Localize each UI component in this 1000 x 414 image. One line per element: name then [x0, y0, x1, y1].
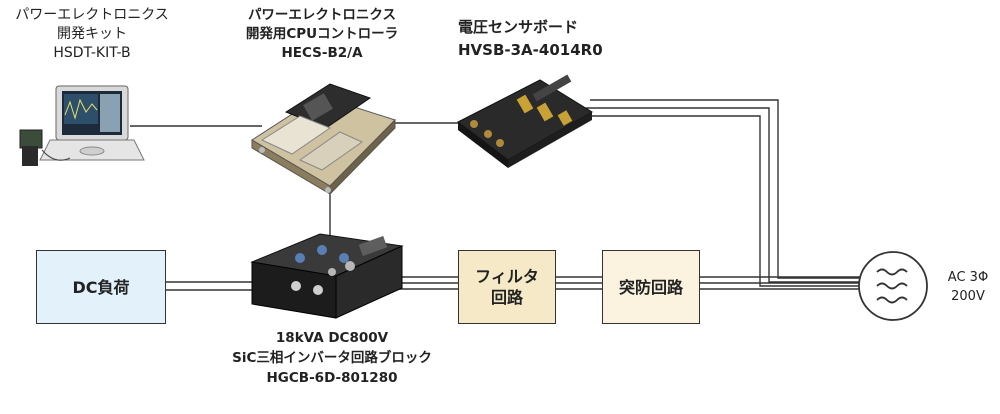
ac-source-label: AC 3Φ 200V	[936, 268, 1000, 306]
ac-source-line-1: AC 3Φ	[947, 270, 989, 285]
sensor-phase-1	[590, 99, 860, 279]
filter-text-line-2: 回路	[490, 288, 523, 307]
filter-text-line-1: フィルタ	[475, 267, 539, 286]
ac-source-icon	[858, 251, 928, 321]
sic-inverter-icon	[250, 233, 404, 319]
inverter-label-line-2: SiC三相インバータ回路ブロック	[232, 350, 432, 366]
inverter-label: 18kVA DC800V SiC三相インバータ回路ブロック HGCB-6D-80…	[222, 328, 442, 388]
kit-label-line-3: HSDT-KIT-B	[53, 45, 131, 61]
kit-label-line-2: 開発キット	[57, 26, 127, 42]
dc-load-box: DC負荷	[36, 250, 166, 324]
ac-source-line-2: 200V	[951, 289, 985, 304]
sensor-label-line-1: 電圧センサボード	[458, 18, 579, 36]
kit-label-line-1: パワーエレクトロニクス	[15, 7, 169, 23]
sensor-label: 電圧センサボード HVSB-3A-4014R0	[458, 16, 603, 62]
sensor-phase-3	[583, 115, 860, 287]
controller-label-line-3: HECS-B2/A	[281, 45, 363, 61]
controller-label-line-1: パワーエレクトロニクス	[247, 7, 397, 23]
cpu-controller-icon	[251, 83, 396, 196]
controller-label-line-2: 開発用CPUコントローラ	[245, 26, 399, 42]
inrush-text: 突防回路	[618, 277, 683, 297]
laptop-kit-icon	[19, 85, 145, 166]
filter-box: フィルタ 回路	[458, 250, 556, 324]
inverter-label-line-3: HGCB-6D-801280	[266, 370, 398, 386]
kit-label: パワーエレクトロニクス 開発キット HSDT-KIT-B	[0, 6, 184, 63]
sensor-phase-2	[586, 107, 860, 283]
voltage-sensor-icon	[457, 74, 593, 168]
dc-load-text: DC負荷	[72, 277, 130, 297]
controller-label: パワーエレクトロニクス 開発用CPUコントローラ HECS-B2/A	[222, 6, 422, 63]
inverter-label-line-1: 18kVA DC800V	[275, 330, 389, 346]
inrush-box: 突防回路	[602, 250, 700, 324]
sensor-label-line-2: HVSB-3A-4014R0	[458, 41, 603, 59]
